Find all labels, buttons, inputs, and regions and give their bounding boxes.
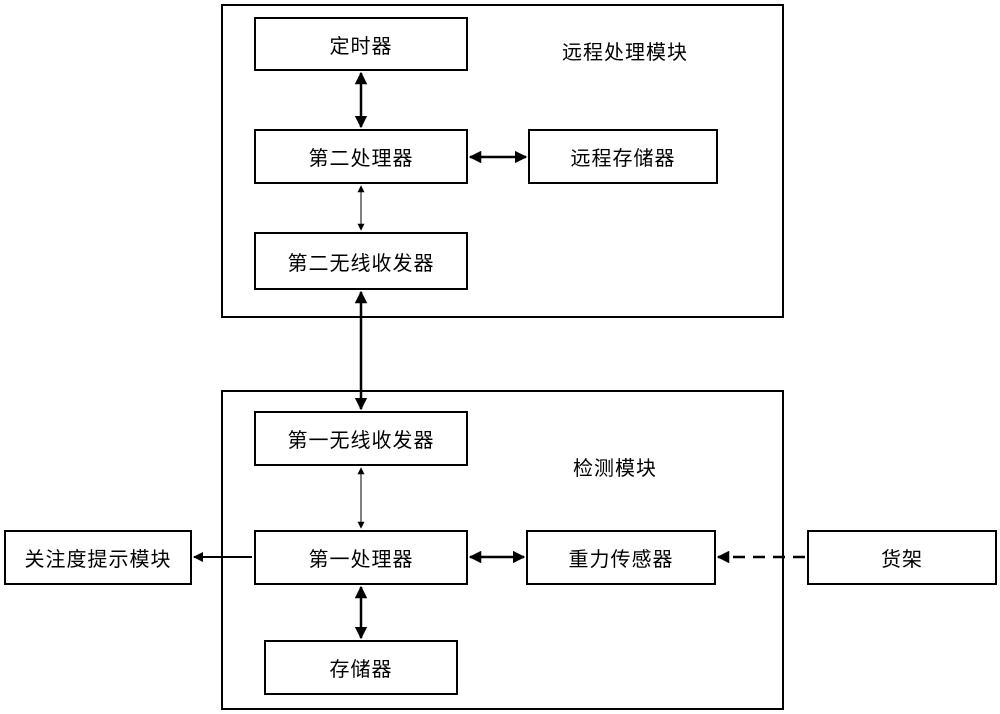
remote-processing-module-frame: [221, 4, 784, 318]
remote-processing-module-label: 远程处理模块: [562, 40, 688, 64]
gravity-sensor-box: 重力传感器: [526, 530, 716, 585]
second-wireless-transceiver-box: 第二无线收发器: [254, 232, 468, 290]
detection-module-frame: [221, 390, 784, 710]
storage-box: 存储器: [264, 640, 458, 695]
timer-box: 定时器: [254, 17, 468, 71]
shelf-box: 货架: [807, 530, 997, 585]
second-processor-box: 第二处理器: [254, 129, 468, 184]
first-processor-box: 第一处理器: [254, 530, 468, 585]
first-wireless-transceiver-box: 第一无线收发器: [254, 411, 468, 466]
remote-storage-box: 远程存储器: [528, 129, 718, 184]
attention-prompt-module-box: 关注度提示模块: [4, 530, 192, 585]
detection-module-label: 检测模块: [573, 456, 657, 480]
